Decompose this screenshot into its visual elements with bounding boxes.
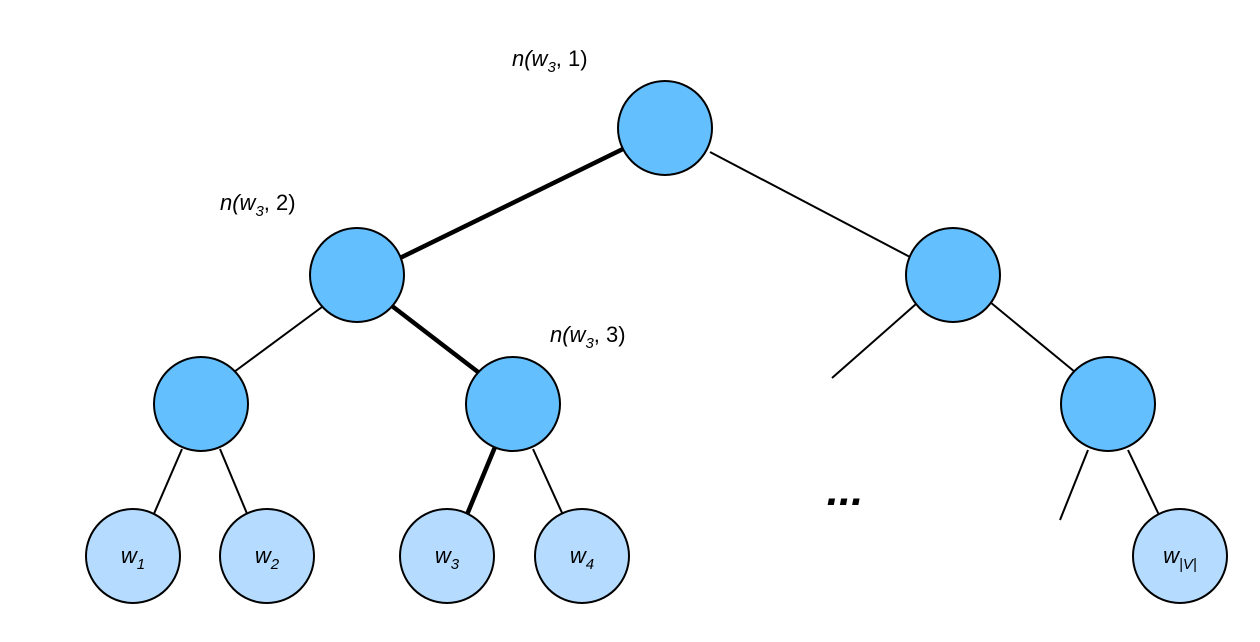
level3-left-node [153,356,249,452]
level3-right-node [1060,356,1156,452]
edge-to-w2 [219,448,249,517]
edge-root-right [709,151,911,258]
leaf-label-w4: w4 [570,543,594,573]
leaf-node-w1 [85,508,181,604]
edge-l2-left-child [233,306,323,373]
edge-l2-right-child [390,304,480,374]
edge-to-wV [1127,449,1161,518]
ellipsis: ... [827,466,864,515]
level3-mid-node [465,356,561,452]
edge-to-w3 [463,446,498,518]
edge-r2-right-child [989,301,1076,373]
level2-left-node [309,227,405,323]
leaf-label-w2: w2 [255,543,280,573]
leaf-label-w1: w1 [121,543,145,573]
label-n-w3-2: n(w3, 2) [220,190,296,220]
edge-r3-dangling [1059,449,1089,521]
leaf-node-w2 [219,508,315,604]
label-n-w3-3: n(w3, 3) [550,322,626,352]
label-n-w3-1: n(w3, 1) [512,46,588,76]
edge-r2-dangling [831,303,917,379]
root-node [617,80,713,176]
leaf-node-wV [1132,508,1228,604]
edge-to-w1 [152,448,183,517]
leaf-node-w3 [399,508,495,604]
leaf-label-w3: w3 [435,543,460,573]
leaf-node-w4 [534,508,630,604]
leaf-label-wV: w|V| [1163,543,1197,573]
edge-root-left [399,145,626,261]
edge-to-w4 [532,448,564,516]
level2-right-node [905,227,1001,323]
